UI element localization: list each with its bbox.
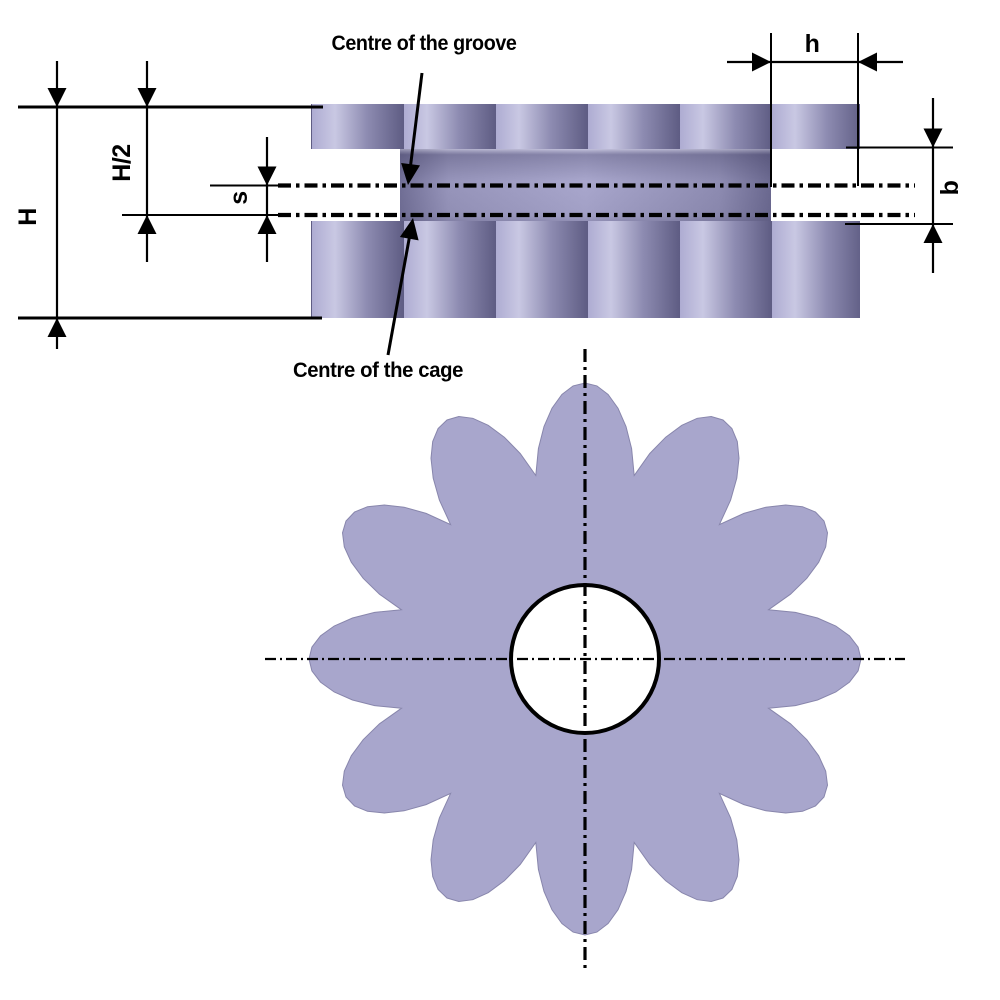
- b-arrow-top: [923, 128, 943, 148]
- side-view: H H/2 s h b Centre of the groove: [14, 30, 964, 382]
- groove-annotation: Centre of the groove: [332, 32, 517, 55]
- b-label: b: [936, 180, 964, 195]
- upper-teeth-band: [311, 104, 860, 149]
- H2-label: H/2: [108, 144, 136, 181]
- cage-annotation: Centre of the cage: [293, 359, 463, 382]
- H-arrow-top: [47, 88, 67, 107]
- H2-arrow-top: [137, 88, 157, 107]
- h-arrow-right: [858, 52, 877, 72]
- s-label: s: [225, 191, 253, 204]
- s-arrow-bottom: [257, 215, 277, 234]
- cage-leader-line: [386, 233, 412, 356]
- H2-arrow-bottom: [137, 215, 157, 234]
- cage-leader-arrow: [399, 218, 419, 241]
- groove-leader-line: [408, 72, 424, 171]
- groove-leader-arrow: [401, 162, 420, 185]
- s-arrow-top: [257, 166, 277, 186]
- front-view: [265, 349, 905, 973]
- h-label: h: [805, 30, 820, 58]
- H-arrow-bottom: [47, 318, 67, 337]
- h-arrow-left: [752, 52, 771, 72]
- lower-teeth-band: [311, 221, 860, 318]
- b-arrow-bottom: [923, 224, 943, 243]
- H-label: H: [14, 208, 42, 226]
